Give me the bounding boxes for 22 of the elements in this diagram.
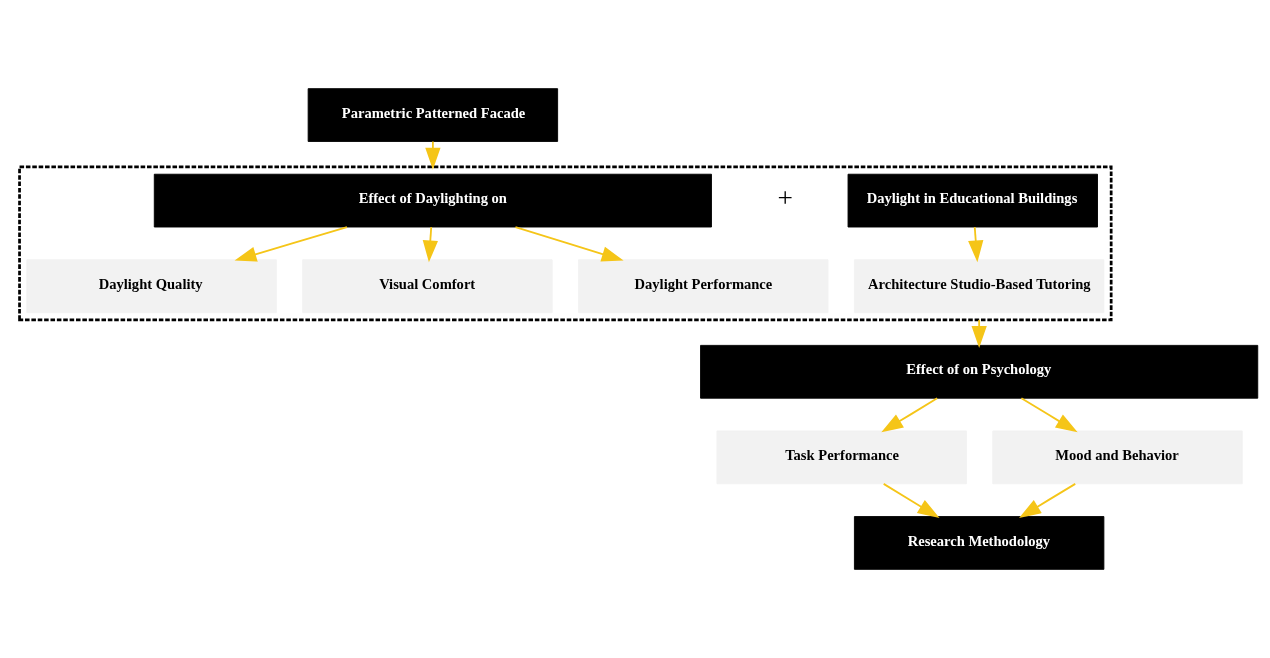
node-box: Task Performance bbox=[716, 430, 967, 485]
node-box: Mood and Behavior bbox=[992, 430, 1243, 485]
arrow bbox=[968, 226, 984, 263]
node-box: Daylight Performance bbox=[578, 259, 829, 314]
arrow bbox=[514, 226, 624, 262]
arrow bbox=[234, 226, 348, 262]
arrow bbox=[1019, 482, 1077, 518]
cluster bbox=[18, 165, 1113, 322]
arrow bbox=[1020, 397, 1078, 433]
node-box: Architecture Studio-Based Tutoring bbox=[853, 259, 1105, 314]
node-box: Effect of on Psychology bbox=[700, 344, 1259, 399]
label: + bbox=[777, 183, 793, 214]
node-box: Visual Comfort bbox=[302, 259, 553, 314]
node-box: Research Methodology bbox=[853, 516, 1105, 570]
node-box: Parametric Patterned Facade bbox=[307, 88, 559, 142]
arrow bbox=[971, 319, 987, 348]
arrow bbox=[882, 482, 940, 518]
arrow bbox=[881, 397, 939, 433]
arrow bbox=[422, 226, 438, 263]
node-box: Daylight Quality bbox=[26, 259, 277, 314]
node-box: Effect of Daylighting on bbox=[153, 173, 712, 228]
node-box: Daylight in Educational Buildings bbox=[847, 173, 1098, 228]
